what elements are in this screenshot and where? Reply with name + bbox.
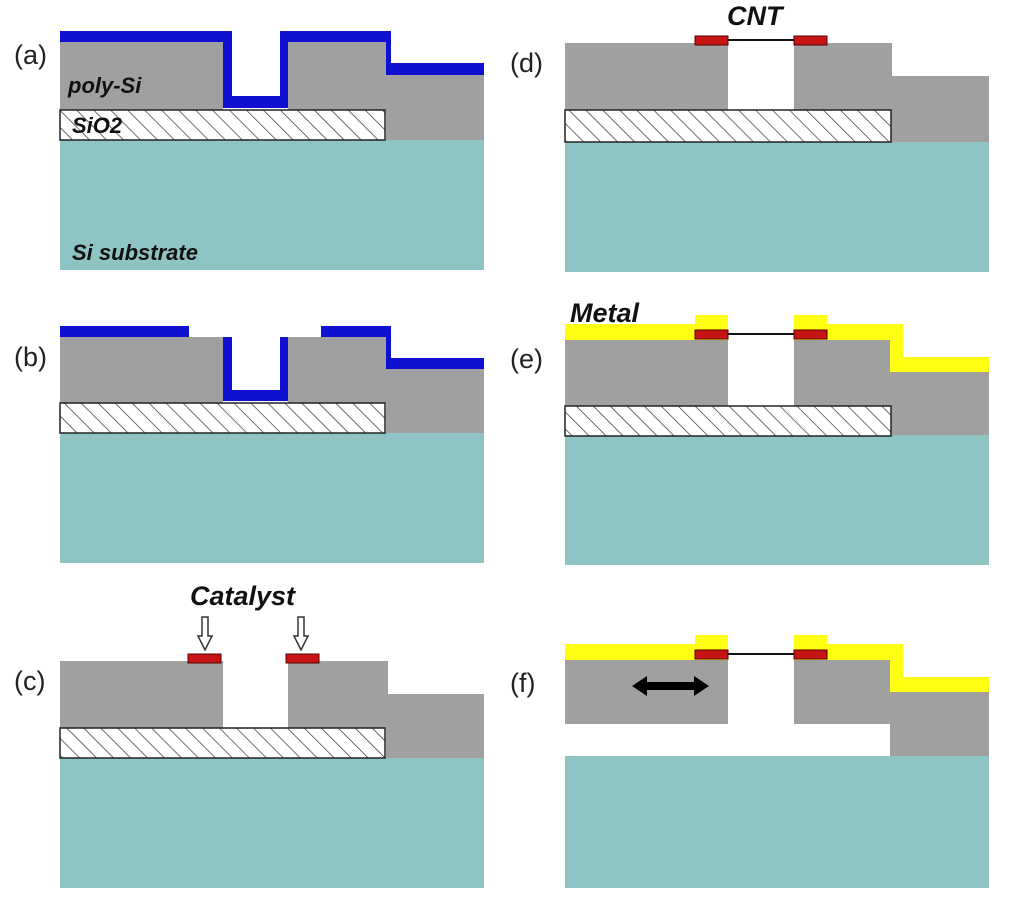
poly-si-step-block [386, 368, 484, 433]
poly-si-step-block [890, 692, 989, 756]
metal-left-layer [565, 315, 728, 340]
poly-si-left-block [565, 43, 728, 110]
si-substrate-layer [565, 756, 989, 888]
panel-e-label: (e) [510, 344, 543, 374]
poly-si-label: poly-Si [67, 73, 142, 98]
metal-label: Metal [570, 298, 640, 328]
metal-left-layer [565, 635, 728, 660]
panel-a: (a) poly-Si SiO2 Si substrate [14, 31, 484, 270]
panel-d: (d) CNT [510, 1, 989, 272]
arrow-down-icon [196, 616, 214, 652]
poly-si-right-block [288, 337, 388, 403]
metal-right-layer [794, 635, 989, 692]
resist-right-segment [321, 326, 391, 337]
sio2-layer [564, 109, 892, 143]
sio2-label: SiO2 [72, 113, 123, 138]
poly-si-left-block [60, 661, 223, 728]
panel-e: (e) Metal [510, 298, 989, 565]
catalyst-pad-right [793, 35, 828, 46]
si-substrate-layer [60, 433, 484, 563]
resist-left-segment [60, 326, 189, 337]
panel-c: (c) Catalyst [14, 581, 484, 888]
poly-si-right-block [794, 660, 892, 724]
cnt-label: CNT [727, 1, 785, 31]
poly-si-right-block [794, 340, 892, 406]
sio2-layer [59, 109, 386, 141]
panel-c-label: (c) [14, 666, 45, 696]
catalyst-pad-right [793, 649, 828, 660]
catalyst-pad-left [694, 649, 729, 660]
si-substrate-layer [60, 758, 484, 888]
catalyst-pad-right [285, 653, 320, 664]
poly-si-right-block [288, 661, 388, 728]
panel-d-label: (d) [510, 48, 543, 78]
poly-si-step-block [386, 75, 484, 140]
catalyst-label: Catalyst [190, 581, 296, 611]
arrow-down-icon [292, 616, 310, 652]
panel-f-label: (f) [510, 668, 535, 698]
panel-a-label: (a) [14, 40, 47, 70]
resist-layer [60, 31, 484, 108]
si-substrate-layer [565, 142, 989, 272]
poly-si-right-block [794, 43, 892, 110]
sio2-layer [59, 402, 386, 434]
panel-b-label: (b) [14, 342, 47, 372]
resist-trench-segment [223, 337, 288, 401]
si-substrate-layer [565, 435, 989, 565]
poly-si-left-block [565, 340, 728, 406]
metal-right-layer [794, 315, 989, 372]
panel-f: (f) [510, 635, 989, 888]
poly-si-left-block [60, 42, 223, 110]
poly-si-left-block [60, 337, 223, 403]
catalyst-pad-right [793, 329, 828, 340]
poly-si-step-block [386, 694, 484, 758]
catalyst-pad-left [694, 329, 729, 340]
double-arrow-icon [632, 676, 709, 696]
si-substrate-layer [60, 140, 484, 270]
poly-si-step-block [890, 372, 989, 435]
si-substrate-label: Si substrate [72, 240, 198, 265]
resist-step-segment [386, 337, 484, 369]
sio2-layer [564, 405, 892, 437]
poly-si-right-block [288, 42, 388, 110]
catalyst-pad-left [187, 653, 222, 664]
catalyst-pad-left [694, 35, 729, 46]
poly-si-step-block [890, 76, 989, 142]
sio2-layer [59, 727, 386, 759]
panel-b: (b) [14, 326, 484, 563]
